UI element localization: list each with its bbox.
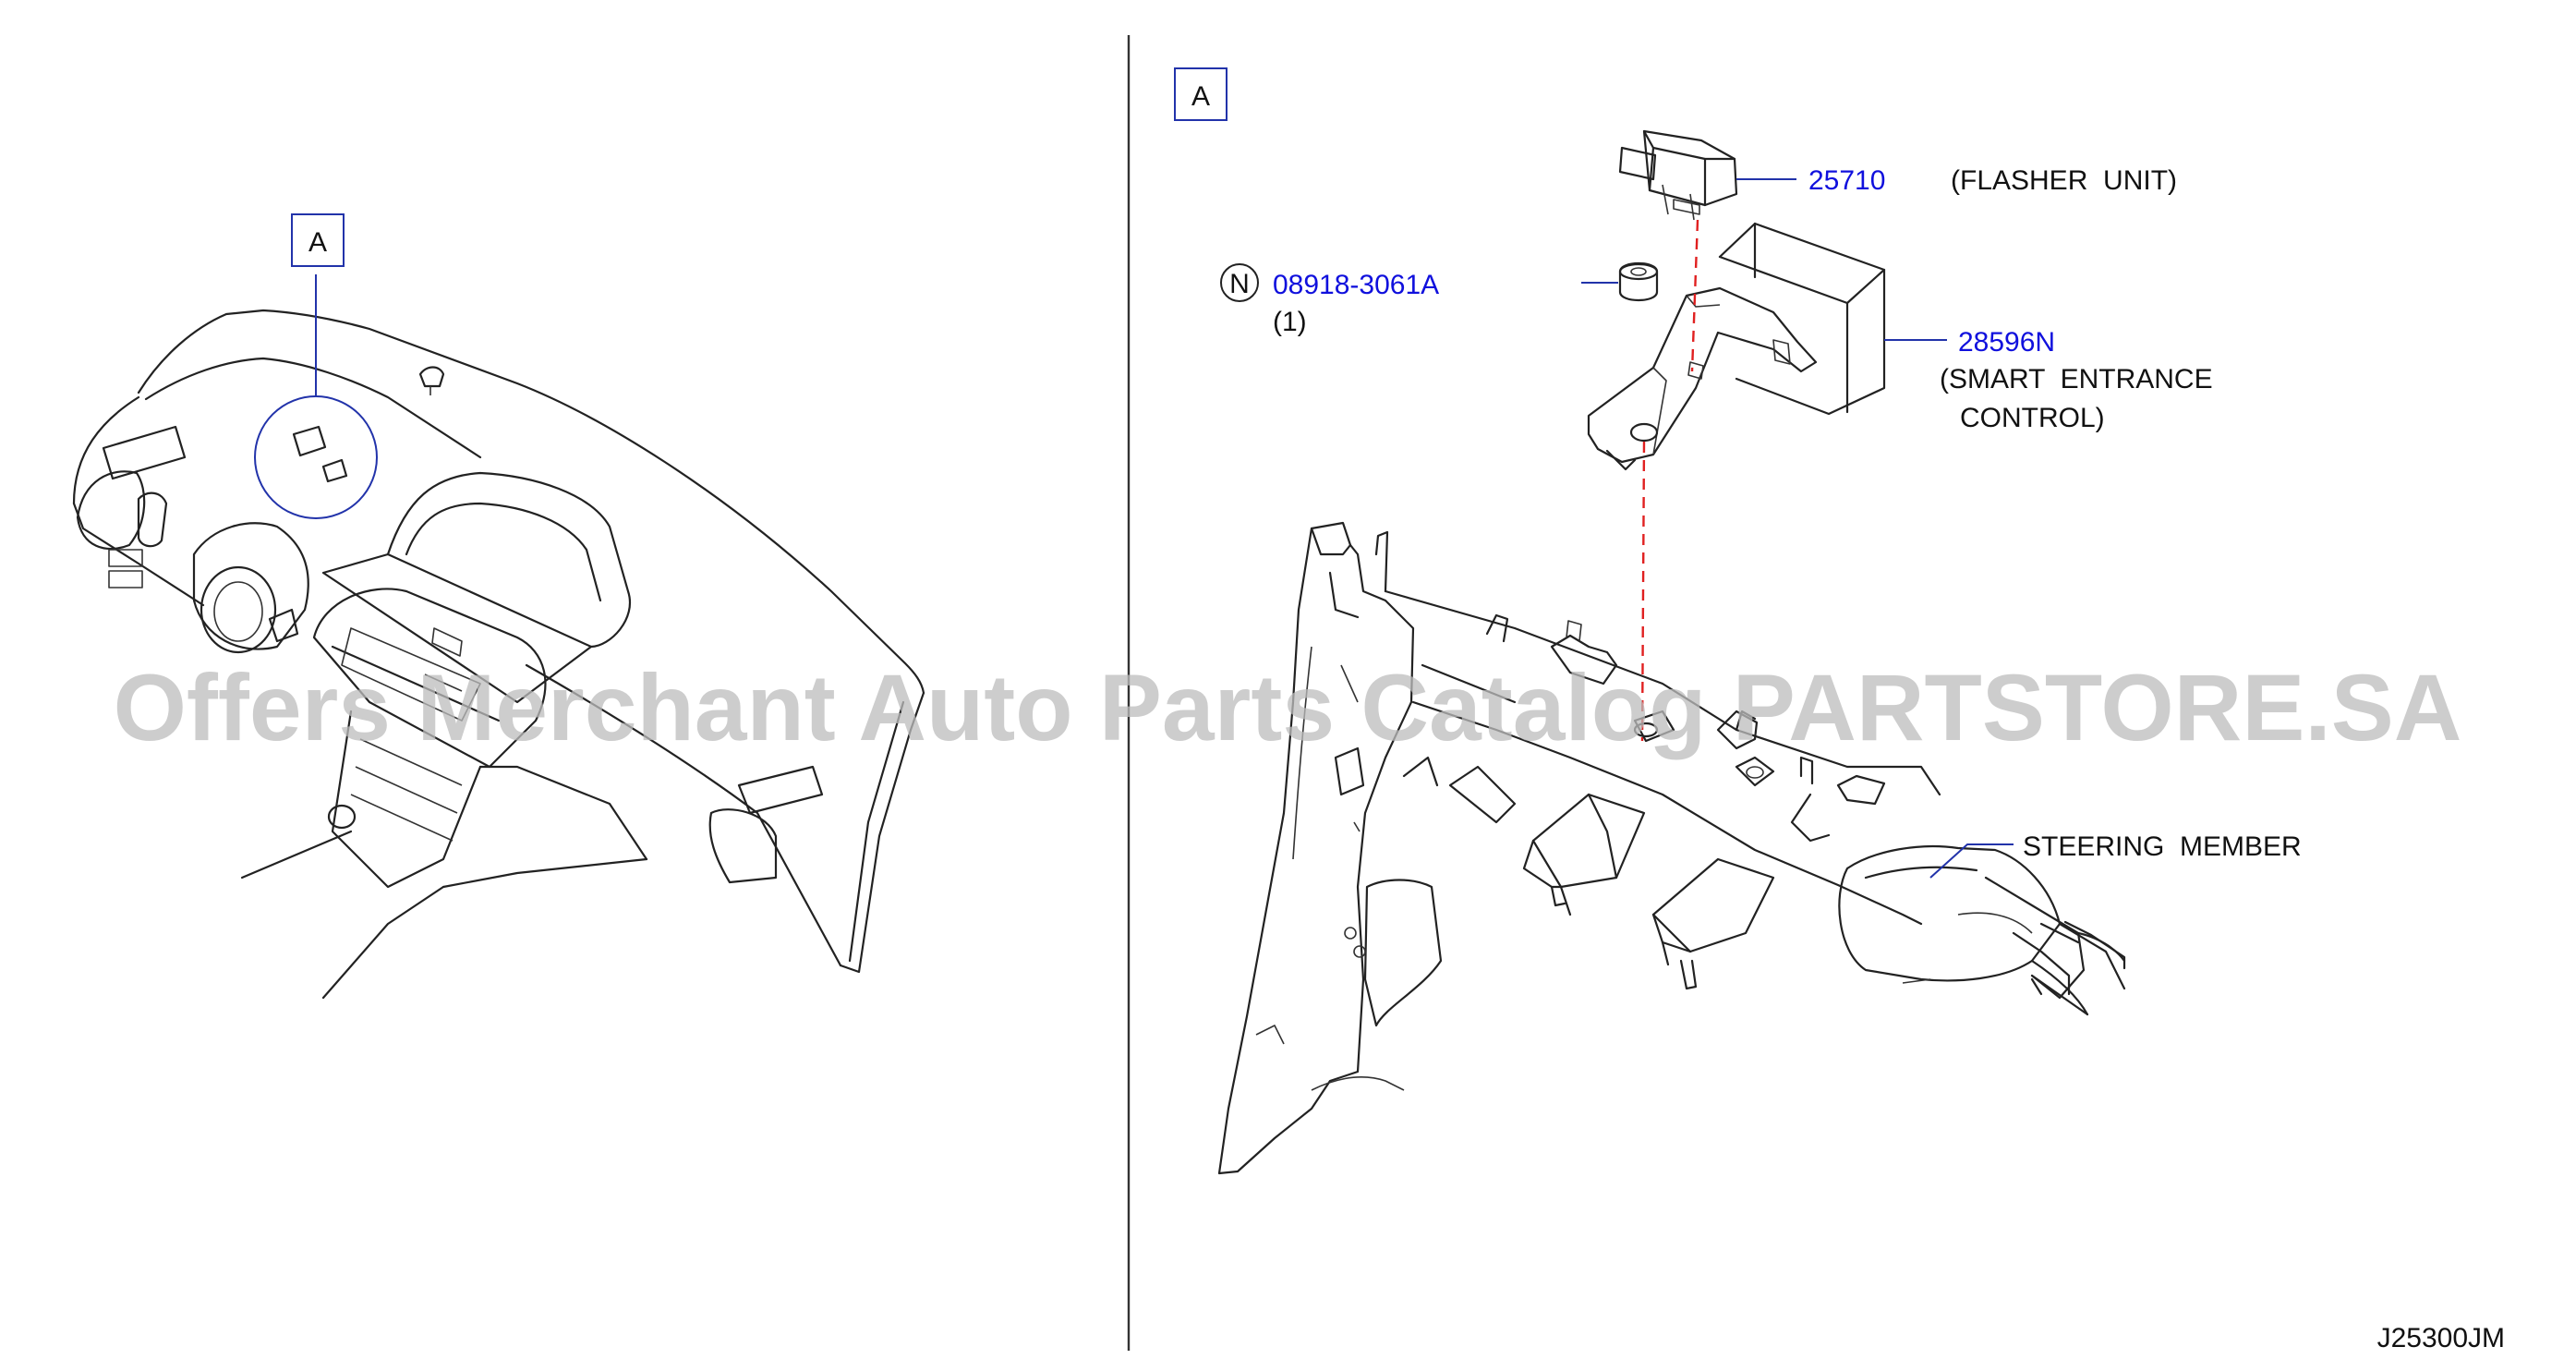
diagram-code: J25300JM: [2377, 1323, 2505, 1353]
nut-symbol: N: [1229, 269, 1250, 299]
detail-circle: [254, 395, 378, 519]
flasher-axis: [1690, 219, 1699, 372]
flasher-part-number: 25710: [1808, 165, 1885, 196]
smart-entrance-control-unit: [1587, 222, 1886, 471]
nut-part-number: 08918-3061A: [1273, 270, 1439, 300]
mount-axis: [1640, 441, 1646, 742]
steering-leader: [1929, 843, 2014, 879]
nut-quantity: (1): [1273, 307, 1307, 337]
view-label-left: A: [308, 227, 327, 258]
nut: [1618, 261, 1659, 302]
dashboard-drawing: [72, 309, 925, 1000]
smart-entrance-part-number: 28596N: [1958, 327, 2055, 358]
steering-member-label: STEERING MEMBER: [2023, 831, 2302, 862]
nut-symbol-circle: [1220, 263, 1259, 302]
view-label-box-left: [291, 213, 345, 267]
smart-entrance-name-line1: (SMART ENTRANCE: [1940, 364, 2213, 394]
view-label-right: A: [1191, 81, 1210, 112]
steering-member: [1217, 521, 2126, 1175]
flasher-part-name: (FLASHER UNIT): [1951, 165, 2177, 196]
smart-entrance-name-line2: CONTROL): [1960, 403, 2105, 433]
flasher-unit: [1618, 129, 1738, 221]
watermark: Offers Merchant Auto Parts Catalog PARTS…: [114, 655, 2462, 760]
view-label-box-right: [1174, 67, 1228, 121]
